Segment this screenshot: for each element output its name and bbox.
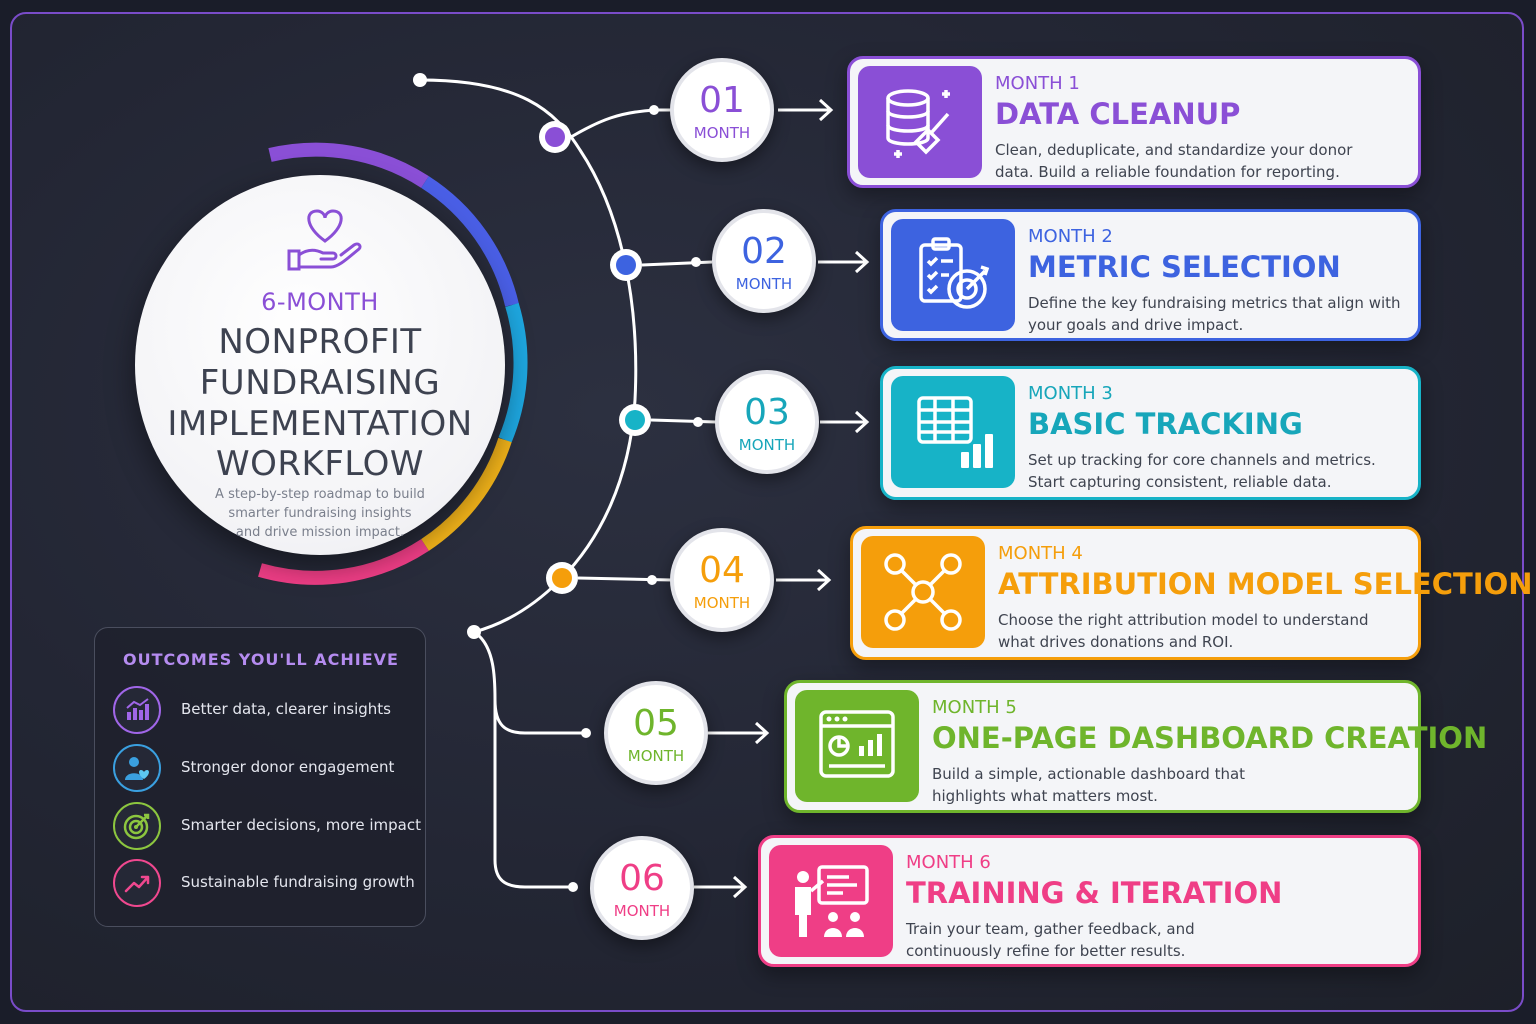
card-description: Choose the right attribution model to un…: [998, 611, 1369, 651]
step-card-04: MONTH 4 ATTRIBUTION MODEL SELECTION Choo…: [850, 526, 1533, 660]
bar-chart-icon: [113, 686, 161, 734]
ring-segment-purple: [268, 142, 429, 188]
card-title: METRIC SELECTION: [1028, 250, 1341, 284]
title-line: FUNDRAISING: [199, 363, 441, 403]
month-word: MONTH: [735, 275, 793, 293]
month-word: MONTH: [738, 436, 796, 454]
arrow-01: [778, 98, 834, 122]
checklist-target-icon: [891, 219, 1015, 331]
target-icon: [113, 802, 161, 850]
month-word: MONTH: [693, 594, 751, 612]
month-word: MONTH: [613, 902, 671, 920]
card-description: Build a simple, actionable dashboard tha…: [932, 765, 1246, 805]
card-title: BASIC TRACKING: [1028, 407, 1303, 441]
card-description: Define the key fundraising metrics that …: [1028, 294, 1401, 334]
month-circle-02: 02 MONTH: [712, 209, 816, 313]
outcome-label: Sustainable fundraising growth: [181, 873, 415, 891]
outcomes-panel: OUTCOMES YOU'LL ACHIEVE Better data, cle…: [94, 627, 426, 927]
spreadsheet-chart-icon: [891, 376, 1015, 488]
outcome-item: Sustainable fundraising growth: [113, 859, 415, 909]
step-card-02: MONTH 2 METRIC SELECTION Define the key …: [880, 209, 1421, 341]
arrow-03: [820, 410, 870, 434]
title-line: NONPROFIT: [218, 322, 422, 362]
step-card-01: MONTH 1 DATA CLEANUP Clean, deduplicate,…: [847, 56, 1421, 188]
lower-branch: [473, 630, 575, 889]
step-card-06: MONTH 6 TRAINING & ITERATION Train your …: [758, 835, 1421, 967]
card-month-label: MONTH 3: [1028, 383, 1113, 404]
step-card-05: MONTH 5 ONE-PAGE DASHBOARD CREATION Buil…: [784, 680, 1487, 813]
month-circle-06: 06 MONTH: [590, 836, 694, 940]
arrow-06: [694, 875, 748, 899]
card-month-label: MONTH 5: [932, 697, 1017, 718]
donor-heart-icon: [113, 744, 161, 792]
month-number: 04: [699, 550, 745, 591]
presentation-icon: [769, 845, 893, 957]
card-title: ATTRIBUTION MODEL SELECTION: [998, 567, 1533, 601]
outcome-label: Stronger donor engagement: [181, 758, 395, 776]
ring-segment-cyan: [498, 302, 528, 443]
month-number: 05: [633, 703, 679, 744]
month-circle-05: 05 MONTH: [604, 681, 708, 785]
arrow-02: [818, 250, 870, 274]
title-circle: 6-MONTH NONPROFIT FUNDRAISING IMPLEMENTA…: [135, 175, 505, 555]
month-circle-04: 04 MONTH: [670, 528, 774, 632]
arrow-05: [708, 721, 770, 745]
title-kicker: 6-MONTH: [261, 288, 379, 316]
card-description: Set up tracking for core channels and me…: [1028, 451, 1376, 491]
ring-segment-yellow: [421, 437, 512, 551]
month-number: 01: [699, 80, 745, 121]
card-title: DATA CLEANUP: [995, 97, 1241, 131]
month-number: 06: [619, 858, 665, 899]
outcome-label: Smarter decisions, more impact: [181, 816, 421, 834]
outcome-item: Better data, clearer insights: [113, 686, 413, 736]
ring-segment-blue: [421, 176, 519, 307]
title-subtitle: A step-by-step roadmap to build smarter …: [215, 487, 425, 540]
card-title: ONE-PAGE DASHBOARD CREATION: [932, 721, 1488, 755]
month-circle-03: 03 MONTH: [715, 370, 819, 474]
network-nodes-icon: [861, 536, 985, 648]
card-description: Train your team, gather feedback, and co…: [906, 920, 1195, 960]
ring-segment-pink: [258, 539, 429, 585]
card-description: Clean, deduplicate, and standardize your…: [995, 141, 1353, 181]
spine-start-dot: [413, 73, 427, 87]
month-number: 02: [741, 231, 787, 272]
outcome-item: Stronger donor engagement: [113, 744, 413, 794]
card-month-label: MONTH 1: [995, 73, 1080, 94]
outcomes-title: OUTCOMES YOU'LL ACHIEVE: [123, 650, 399, 669]
card-title: TRAINING & ITERATION: [906, 876, 1283, 910]
month-number: 03: [744, 392, 790, 433]
arrow-04: [776, 568, 832, 592]
step-card-03: MONTH 3 BASIC TRACKING Set up tracking f…: [880, 366, 1421, 500]
month-word: MONTH: [693, 124, 751, 142]
heart-hand-icon: [287, 209, 362, 271]
month-circle-01: 01 MONTH: [670, 58, 774, 162]
title-line: IMPLEMENTATION: [167, 404, 473, 444]
trend-up-icon: [113, 859, 161, 907]
branch-dot: [467, 625, 481, 639]
outcome-item: Smarter decisions, more impact: [113, 802, 421, 852]
outcome-label: Better data, clearer insights: [181, 700, 391, 718]
dashboard-window-icon: [795, 690, 919, 802]
month-word: MONTH: [627, 747, 685, 765]
title-line: WORKFLOW: [216, 444, 424, 484]
database-broom-icon: [858, 66, 982, 178]
card-month-label: MONTH 4: [998, 543, 1083, 564]
branch-to-05: [493, 699, 586, 735]
card-month-label: MONTH 2: [1028, 226, 1113, 247]
card-month-label: MONTH 6: [906, 852, 991, 873]
